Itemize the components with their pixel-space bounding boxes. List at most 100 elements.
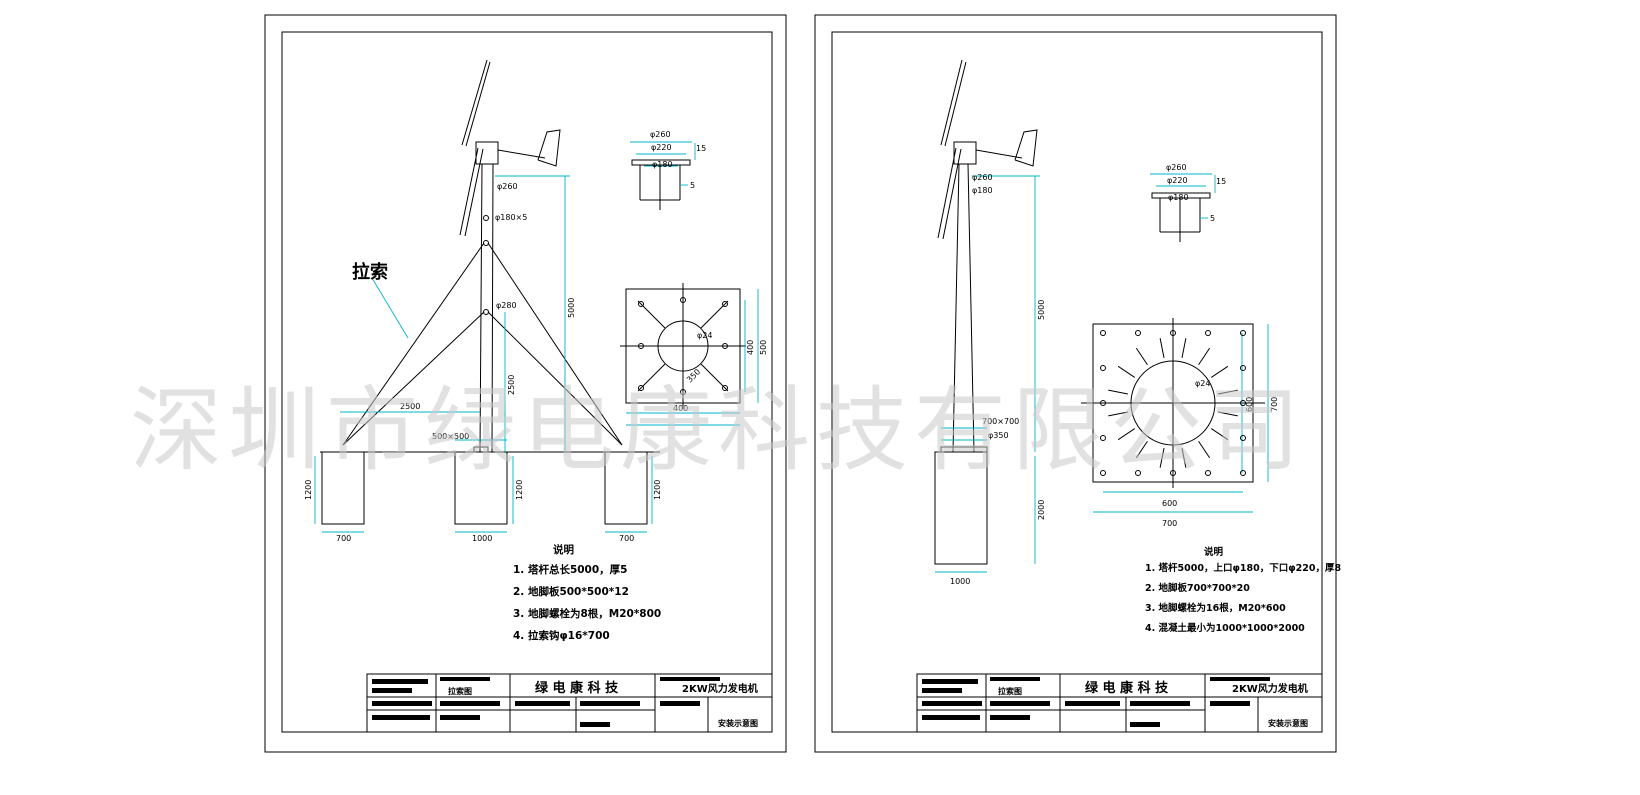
mast-right [940, 163, 988, 453]
plate-spoke [1108, 411, 1128, 417]
dim-foundation-depth-2: 1200 [515, 480, 524, 500]
dim-base-plate-right: 700×700 [982, 417, 1019, 426]
plate-bolt [1135, 470, 1141, 476]
title-cell-right: 拉索图 [998, 686, 1022, 696]
detail-t-right: 5 [1210, 214, 1215, 223]
plate-bolt [1240, 435, 1246, 441]
note-right-4: 4. 混凝土最小为1000*1000*2000 [1145, 622, 1305, 634]
base-plate-spokes [1108, 338, 1238, 468]
plate-bolt [1100, 365, 1106, 371]
plate-spoke [1181, 448, 1187, 468]
plate-outer-left: 500 [759, 340, 768, 355]
base-plate-bolts [1100, 330, 1246, 476]
sheet-left: 拉索 φ260 φ180×5 φ280 5000 2500 2500 500×5… [264, 14, 787, 753]
foundation-left-anchor [321, 451, 365, 525]
plate-bolt [1135, 330, 1141, 336]
guy-wire-label: 拉索 [352, 261, 388, 283]
plate-hole-left: φ24 [697, 331, 712, 340]
foundation-right-anchor [604, 451, 648, 525]
dimensions-left [314, 175, 653, 533]
plate-bolt [1100, 400, 1106, 406]
plate-inner-right: 600 [1245, 397, 1254, 412]
drawing-name-left: 安装示意图 [718, 718, 758, 728]
flange-detail-left [630, 141, 696, 210]
dim-foundation-depth-1: 1200 [304, 480, 313, 500]
plate-bottom-outer-right: 700 [1162, 519, 1177, 528]
base-plate-plan-right [1081, 318, 1269, 513]
plate-spoke [1198, 347, 1211, 366]
plate-bolt [1170, 470, 1176, 476]
plate-inner-left: 400 [746, 340, 755, 355]
detail-d1-left: φ260 [650, 130, 671, 139]
dim-top-diameter: φ260 [497, 182, 518, 191]
plate-spoke [1159, 448, 1165, 468]
dim-height-total-right: 5000 [1037, 300, 1046, 320]
detail-d3-right: φ180 [1168, 193, 1189, 202]
plate-spoke [1117, 365, 1136, 378]
plate-spoke [1135, 347, 1148, 366]
plate-hole-right: φ24 [1195, 379, 1210, 388]
plate-bottom-inner-right: 600 [1162, 499, 1177, 508]
plate-spoke [1108, 389, 1128, 395]
dim-height-total: 5000 [567, 298, 576, 318]
dim-height-lower: 2500 [507, 375, 516, 395]
dim-top-diameter-right: φ260 [972, 173, 993, 182]
product-name-right: 2KW风力发电机 [1232, 682, 1308, 695]
plate-spoke [1218, 411, 1238, 417]
dim-bottom-diameter-right: φ180 [972, 186, 993, 195]
dim-foundation-height-right: 2000 [1037, 500, 1046, 520]
foundation-right [934, 451, 988, 565]
product-name-left: 2KW风力发电机 [682, 682, 758, 695]
detail-t-left: 5 [690, 181, 695, 190]
company-name-right: 绿 电 康 科 技 [1085, 680, 1169, 696]
base-plate-plan-left [620, 283, 759, 426]
dim-foundation-width-right: 1000 [950, 577, 970, 586]
plate-spoke [1117, 428, 1136, 441]
plate-spoke [1198, 440, 1211, 459]
notes-left: 说明 1. 塔杆总长5000，厚5 2. 地脚板500*500*12 3. 地脚… [513, 543, 661, 642]
title-block-right [916, 673, 1323, 733]
note-right-2: 2. 地脚板700*700*20 [1145, 582, 1250, 594]
dim-width-center: 1000 [472, 534, 492, 543]
dim-width-side-1: 700 [336, 534, 351, 543]
title-cell-left: 拉索图 [448, 686, 472, 696]
detail-h-left: 15 [696, 144, 706, 153]
plate-bolt [1100, 435, 1106, 441]
detail-h-right: 15 [1216, 177, 1226, 186]
plate-spoke [1159, 338, 1165, 358]
sheet-right: φ260 φ180 5000 2000 1000 700×700 φ350 φ2… [814, 14, 1341, 753]
detail-d1-right: φ260 [1166, 163, 1187, 172]
plate-spoke [1210, 365, 1229, 378]
plate-bottom-left: 400 [673, 404, 688, 413]
drawing-name-right: 安装示意图 [1268, 718, 1308, 728]
plate-spoke [1181, 338, 1187, 358]
company-name-left: 绿 电 康 科 技 [535, 680, 619, 696]
note-left-2: 2. 地脚板500*500*12 [513, 585, 629, 598]
plate-bolt [1240, 330, 1246, 336]
plate-bolt [1100, 330, 1106, 336]
flange-detail-right [1150, 173, 1216, 242]
dim-foundation-depth-3: 1200 [653, 480, 662, 500]
notes-right: 说明 1. 塔杆5000，上口φ180，下口φ220，厚8 2. 地脚板700*… [1145, 546, 1341, 634]
plate-spoke [1210, 428, 1229, 441]
plate-outer-right: 700 [1270, 397, 1279, 412]
detail-d2-right: φ220 [1167, 176, 1188, 185]
plate-bolt [1205, 470, 1211, 476]
dim-mid-diameter: φ280 [496, 301, 517, 310]
note-right-1: 1. 塔杆5000，上口φ180，下口φ220，厚8 [1145, 562, 1341, 574]
plate-bolt [1240, 365, 1246, 371]
notes-title-left: 说明 [553, 543, 574, 556]
turbine-right [937, 59, 1038, 240]
plate-bolt [1240, 400, 1246, 406]
plate-bolt [1205, 330, 1211, 336]
note-right-3: 3. 地脚螺栓为16根，M20*600 [1145, 602, 1286, 614]
note-left-4: 4. 拉索钩φ16*700 [513, 629, 610, 642]
guy-wires-left [342, 242, 623, 446]
dim-guy-span: 2500 [400, 402, 420, 411]
plate-bolt [1100, 470, 1106, 476]
dim-base-plate: 500×500 [432, 432, 469, 441]
note-left-3: 3. 地脚螺栓为8根，M20*800 [513, 607, 661, 620]
dimensions-right [935, 175, 1040, 573]
plate-bolt [1240, 470, 1246, 476]
plate-bolt [1170, 330, 1176, 336]
